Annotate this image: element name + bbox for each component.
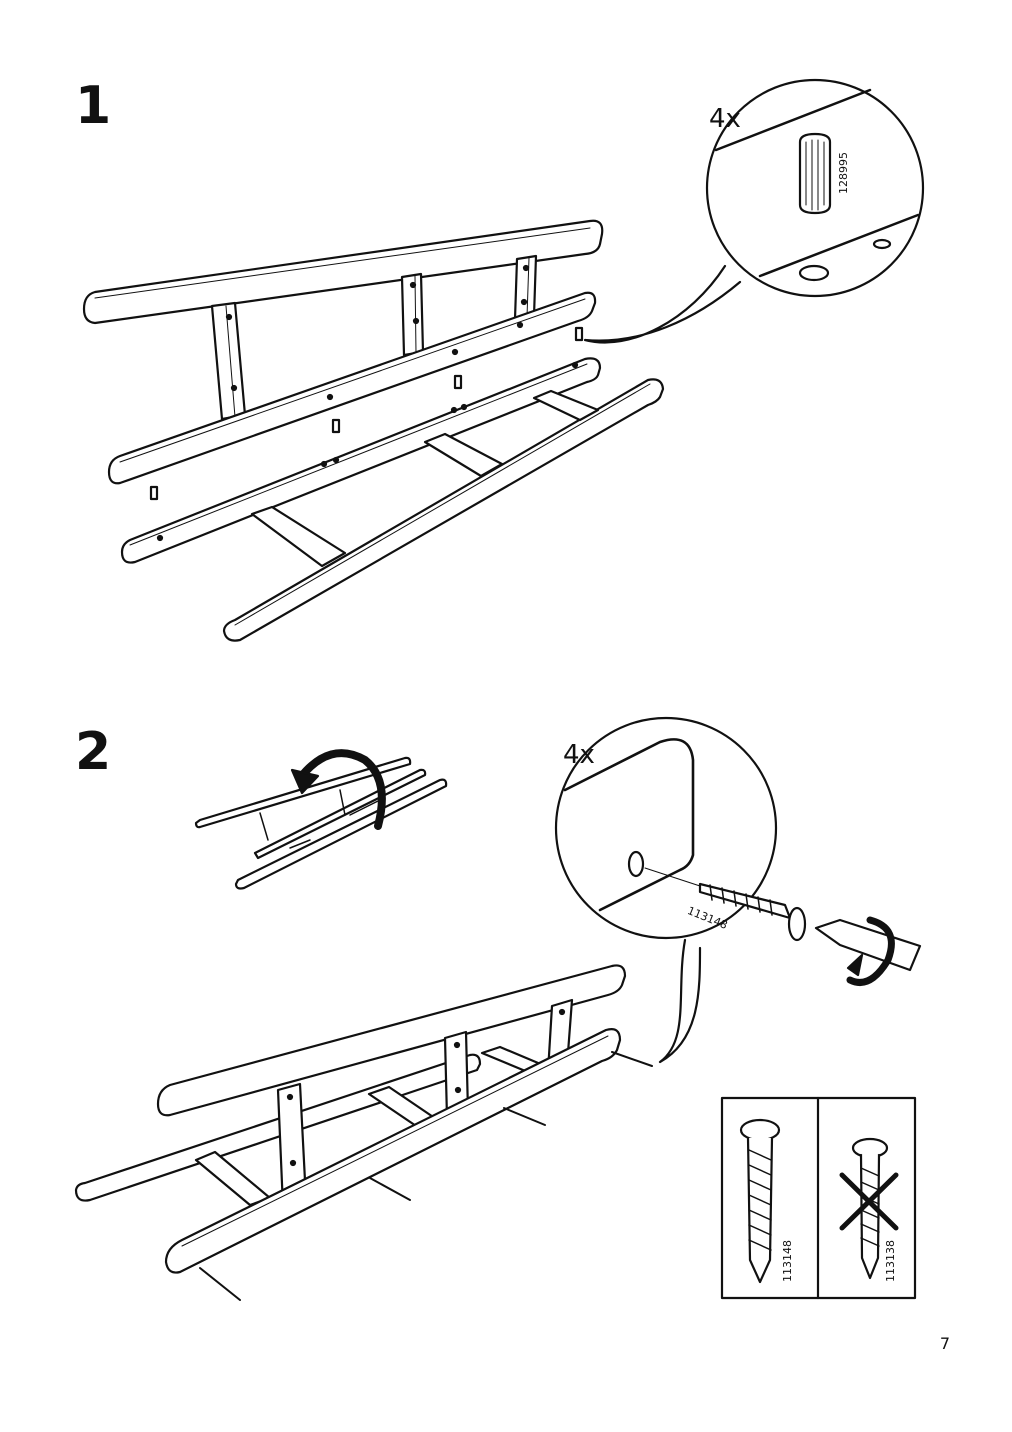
- page-number: 7: [939, 1334, 950, 1353]
- step2-flip-mini: [194, 749, 448, 890]
- step1-detail-bubble: [583, 78, 925, 344]
- wrong-screw-part-number: 113138: [884, 1240, 897, 1282]
- screw-comparison-box: [720, 1096, 917, 1300]
- step1-backrest-frame: [82, 219, 665, 642]
- dowel-part-number: 128995: [837, 152, 850, 194]
- step-1-quantity-label: 4x: [709, 104, 741, 134]
- step-2-quantity-label: 4x: [563, 740, 595, 770]
- step2-detail-bubble: [554, 716, 922, 1064]
- step-1-number: 1: [75, 76, 112, 136]
- correct-screw-part-number: 113148: [781, 1240, 794, 1282]
- step2-assembled-bench: [74, 964, 653, 1301]
- step-2-number: 2: [75, 722, 112, 782]
